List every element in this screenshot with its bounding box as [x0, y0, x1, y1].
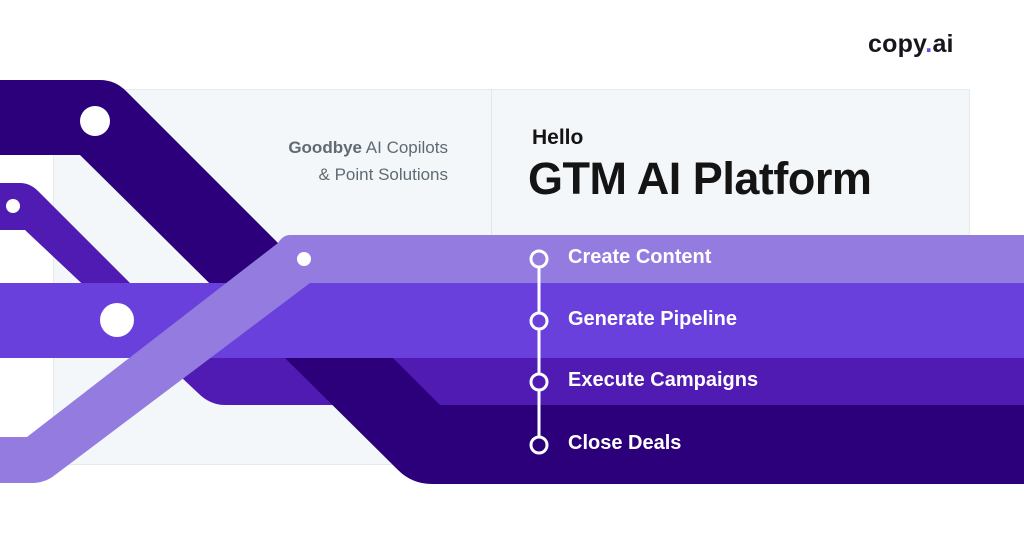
- panel-divider: [491, 89, 492, 235]
- step-generate-pipeline: Generate Pipeline: [568, 308, 737, 330]
- step-execute-campaigns: Execute Campaigns: [568, 369, 759, 391]
- hello-label: Hello: [532, 126, 584, 149]
- timeline-node-1-icon: [529, 249, 549, 269]
- goodbye-line-1-rest: AI Copilots: [362, 138, 448, 157]
- station-dot-light: [297, 252, 311, 266]
- station-dot-medium: [6, 199, 20, 213]
- band-medium: [0, 183, 1024, 405]
- band-light: [0, 235, 1024, 483]
- step-close-deals: Close Deals: [568, 432, 682, 454]
- goodbye-line-1: Goodbye AI Copilots: [288, 134, 448, 161]
- goodbye-message: Goodbye AI Copilots & Point Solutions: [288, 134, 448, 188]
- timeline-node-4-icon: [529, 435, 549, 455]
- timeline-node-2-icon: [529, 311, 549, 331]
- logo-text-ai: ai: [932, 30, 954, 58]
- logo-dot: .: [925, 30, 933, 58]
- logo-text-copy: copy: [868, 30, 926, 58]
- goodbye-bold: Goodbye: [288, 138, 362, 157]
- headline: GTM AI Platform: [528, 153, 872, 204]
- copyai-logo: copy.ai: [868, 30, 954, 59]
- timeline-node-3-icon: [529, 372, 549, 392]
- station-dot-bright: [100, 303, 134, 337]
- station-dot-dark: [80, 106, 110, 136]
- goodbye-line-2: & Point Solutions: [318, 165, 448, 184]
- step-create-content: Create Content: [568, 246, 712, 268]
